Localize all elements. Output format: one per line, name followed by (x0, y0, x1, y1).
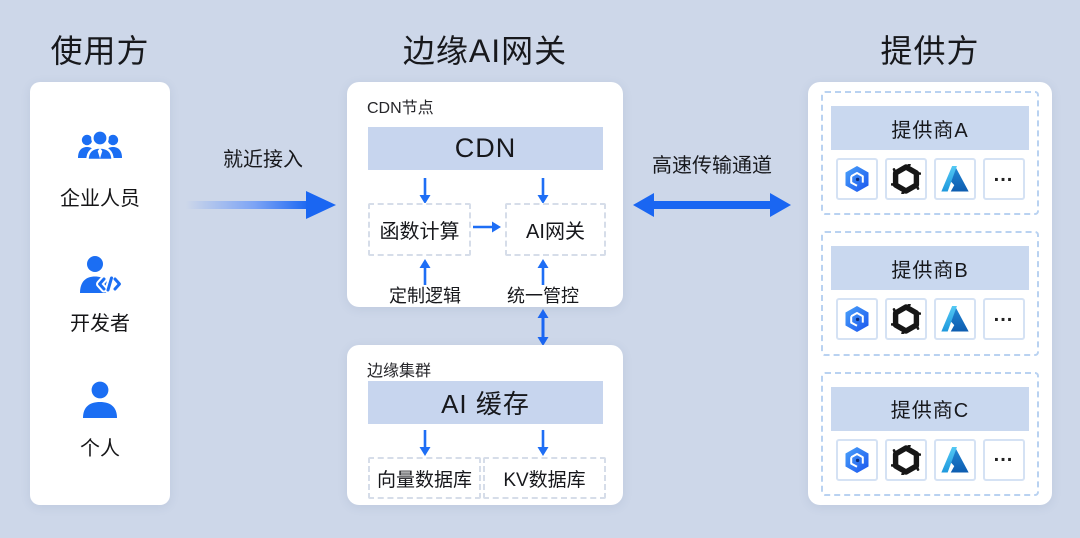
title-users: 使用方 (50, 33, 150, 69)
ellipsis-icon: ... (993, 303, 1014, 326)
provider-icon-row: ... (835, 298, 1025, 341)
more-providers-tile: ... (982, 298, 1025, 341)
function-compute-box: 函数计算 (368, 203, 471, 256)
user-item-label: 企业人员 (60, 188, 140, 210)
vector-database-box: 向量数据库 (368, 457, 481, 499)
more-providers-tile: ... (982, 158, 1025, 201)
title-edge-ai-gateway: 边缘AI网关 (402, 33, 568, 69)
user-item-label: 开发者 (70, 313, 130, 335)
title-providers: 提供方 (880, 33, 980, 69)
azure-icon (933, 158, 976, 201)
provider-group-b: 提供商B (821, 231, 1039, 356)
edge-cluster-card-label: 边缘集群 (367, 363, 432, 380)
nearby-access-arrow-icon (186, 190, 336, 220)
unified-control-label: 统一管控 (507, 286, 579, 306)
custom-logic-label: 定制逻辑 (389, 286, 461, 306)
ai-gateway-box: AI网关 (505, 203, 606, 256)
arrow-down-icon (418, 178, 432, 204)
developer-icon (78, 255, 122, 295)
arrow-up-icon (536, 259, 550, 285)
more-providers-tile: ... (982, 438, 1025, 481)
azure-icon (933, 298, 976, 341)
provider-group-a: 提供商A (821, 91, 1039, 216)
cdn-node-card-label: CDN节点 (367, 100, 434, 117)
arrow-down-icon (536, 178, 550, 204)
cube-model-icon (835, 298, 878, 341)
user-item-label: 个人 (80, 438, 120, 460)
cube-model-icon (835, 158, 878, 201)
cdn-node-card: CDN节点 CDN 函数计算 AI网关 定制逻辑 统一管控 (347, 82, 623, 307)
openai-icon (884, 298, 927, 341)
user-item-enterprise: 企业人员 (60, 126, 140, 211)
provider-header: 提供商A (831, 106, 1029, 151)
arrow-up-icon (418, 259, 432, 285)
arrow-right-icon (473, 220, 501, 234)
high-speed-channel-arrow-icon (633, 192, 791, 218)
user-item-developer: 开发者 (70, 255, 130, 336)
openai-icon (884, 158, 927, 201)
nearby-access-label: 就近接入 (223, 149, 303, 171)
azure-icon (933, 438, 976, 481)
provider-icon-row: ... (835, 158, 1025, 201)
cdn-bar: CDN (368, 127, 603, 170)
users-panel: 企业人员 开发者 (30, 82, 170, 505)
arrow-down-icon (418, 430, 432, 456)
edge-cluster-card: 边缘集群 AI 缓存 向量数据库 KV数据库 (347, 345, 623, 505)
cube-model-icon (835, 438, 878, 481)
provider-header: 提供商C (831, 386, 1029, 431)
person-icon (80, 380, 120, 420)
provider-header: 提供商B (831, 246, 1029, 291)
providers-panel: 提供商A (808, 82, 1052, 505)
provider-group-c: 提供商C (821, 371, 1039, 496)
ai-cache-bar: AI 缓存 (368, 381, 603, 424)
users-group-icon (76, 126, 124, 170)
arrow-up-down-icon (535, 309, 551, 346)
kv-database-box: KV数据库 (483, 457, 606, 499)
provider-icon-row: ... (835, 438, 1025, 481)
high-speed-channel-label: 高速传输通道 (652, 155, 772, 177)
ellipsis-icon: ... (993, 444, 1014, 467)
ellipsis-icon: ... (993, 163, 1014, 186)
arrow-down-icon (536, 430, 550, 456)
user-item-personal: 个人 (80, 380, 120, 461)
openai-icon (884, 438, 927, 481)
